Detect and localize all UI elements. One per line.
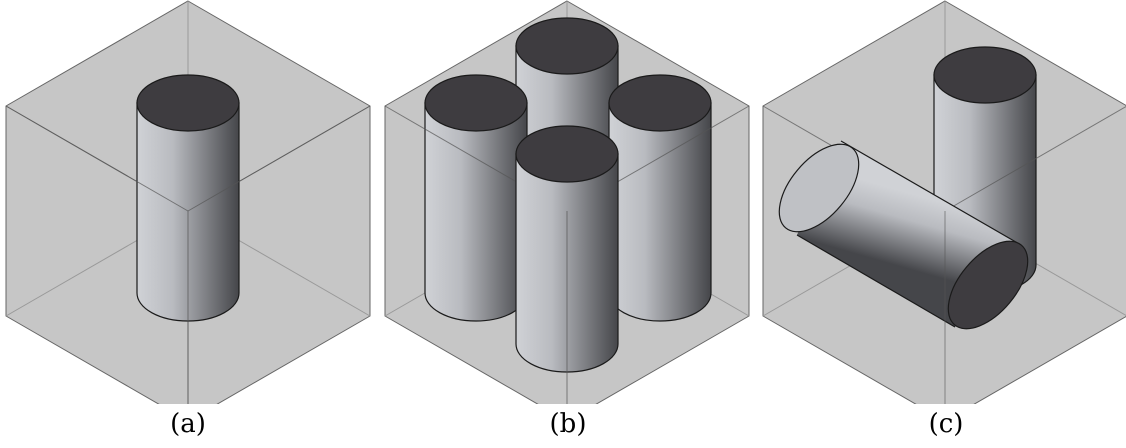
cylinder-b-left [424, 74, 528, 322]
caption-c: (c) [928, 409, 964, 439]
caption-b: (b) [549, 409, 587, 439]
cylinder-b-right [608, 74, 712, 322]
panel-a [5, 0, 371, 404]
panel-c [762, 0, 1126, 404]
panel-b [384, 0, 750, 404]
cylinder-cubes-illustration [5, 0, 1126, 404]
cylinder-c-horizontal [778, 140, 1029, 330]
caption-a: (a) [170, 409, 206, 439]
cube-a-front-edges [5, 105, 371, 404]
